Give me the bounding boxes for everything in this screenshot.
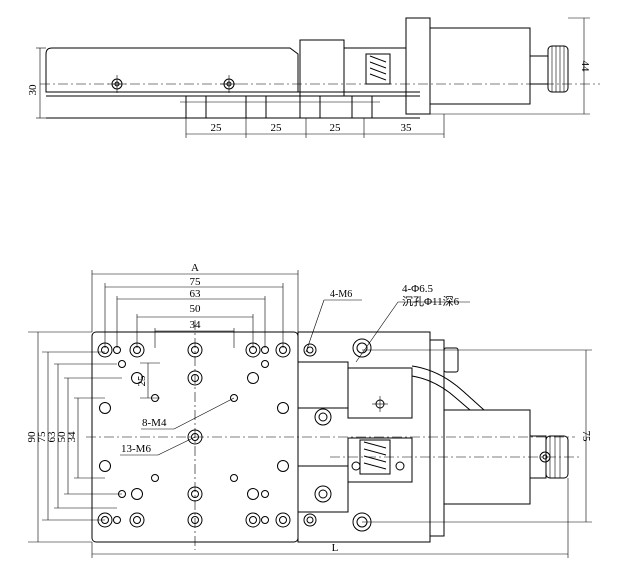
- table-hole-m6: [187, 486, 203, 502]
- dim-50-label: 50: [190, 303, 202, 315]
- side-block-2: [245, 95, 267, 119]
- side-base-body: [45, 47, 299, 93]
- table-hole-mid: [131, 488, 143, 500]
- leader-4m6: [305, 299, 325, 353]
- dim-l-label: L: [332, 542, 339, 554]
- top-coupling-housing-lower: [347, 437, 413, 483]
- dim-left-63: 63: [46, 431, 58, 443]
- side-hole-2: [220, 75, 238, 93]
- side-motor-flange: [405, 17, 431, 115]
- side-motor-knob: [547, 45, 569, 93]
- table-hole-mid: [247, 372, 259, 384]
- top-view: A 75 63 50 34 25 4-M6 4-Φ6.5 沉孔Φ11深6 8-M…: [26, 262, 592, 558]
- table-hole-mid: [277, 460, 289, 472]
- dim-left-90: 90: [26, 431, 38, 443]
- top-block-lower: [297, 465, 349, 513]
- side-motor-body: [429, 27, 531, 105]
- side-view: 30 44 25 25 25 35: [27, 17, 600, 138]
- dim-44-label: 44: [579, 61, 591, 73]
- side-block-1: [185, 95, 207, 119]
- dim-right-75: 75: [580, 431, 592, 443]
- table-hole-mid: [247, 488, 259, 500]
- dim-30-label: 30: [27, 84, 39, 96]
- dim-pitch-3: 25: [330, 122, 342, 134]
- table-hole-m6: [187, 429, 203, 445]
- leader-counterbore: [355, 301, 399, 363]
- side-end-block: [299, 39, 345, 97]
- table-hole-m6: [187, 370, 203, 386]
- dim-63-label: 63: [190, 288, 202, 300]
- top-cable: [411, 365, 485, 411]
- side-coupling: [365, 53, 391, 85]
- dim-34-label: 34: [190, 319, 202, 331]
- table-hole-m6: [187, 512, 203, 528]
- counterbore-hole-top: [352, 338, 372, 358]
- dim-75-label: 75: [190, 276, 202, 288]
- label-counterbore-line2: 沉孔Φ11深6: [402, 295, 460, 308]
- label-counterbore-line1: 4-Φ6.5: [402, 283, 433, 295]
- top-coupling-housing-upper: [347, 367, 413, 419]
- table-hole-m4: [261, 490, 269, 498]
- side-hole-1: [108, 75, 126, 93]
- table-hole-m6: [245, 512, 261, 528]
- top-hole-pattern: [97, 342, 317, 528]
- top-block-upper: [297, 361, 349, 409]
- top-coupling: [351, 439, 405, 475]
- top-connector: [443, 347, 459, 373]
- dim-pitch-motor: 35: [401, 122, 413, 134]
- table-hole-m4: [261, 516, 269, 524]
- side-block-3: [299, 95, 321, 119]
- block-hole-lower: [314, 485, 332, 503]
- table-hole-m6: [275, 512, 291, 528]
- housing-hole: [372, 396, 388, 412]
- table-hole-m6: [187, 342, 203, 358]
- dim-pitch-2: 25: [271, 122, 283, 134]
- dim-left-50: 50: [56, 431, 68, 443]
- dim-left-75: 75: [36, 431, 48, 443]
- table-hole-mid: [277, 402, 289, 414]
- table-hole-mid: [131, 372, 143, 384]
- table-hole-m4: [113, 516, 121, 524]
- top-motor-flange: [429, 339, 445, 537]
- dim-pitch-1: 25: [211, 122, 223, 134]
- table-hole-m4: [261, 360, 269, 368]
- label-13m6: 13-M6: [121, 443, 151, 455]
- block-hole-upper: [314, 408, 332, 426]
- dim-left-34: 34: [66, 431, 78, 443]
- leader-13m6-tail: [157, 436, 196, 456]
- leader-8m4-tail: [173, 397, 235, 430]
- table-hole-m4: [230, 394, 238, 402]
- table-hole-m4: [118, 360, 126, 368]
- table-hole-m4: [230, 474, 238, 482]
- side-block-4: [351, 95, 373, 119]
- label-4m6: 4-M6: [330, 289, 352, 300]
- frame-hole-m6: [303, 513, 317, 527]
- label-8m4: 8-M4: [142, 417, 167, 429]
- top-cable-2: [411, 375, 471, 411]
- table-hole-mid: [99, 402, 111, 414]
- dim-25-label: 25: [136, 375, 148, 387]
- table-hole-m6: [129, 512, 145, 528]
- table-hole-m4: [151, 474, 159, 482]
- frame-hole-m6: [303, 343, 317, 357]
- side-motor-cap: [529, 55, 549, 85]
- table-hole-mid: [99, 460, 111, 472]
- dim-a-label: A: [191, 262, 199, 274]
